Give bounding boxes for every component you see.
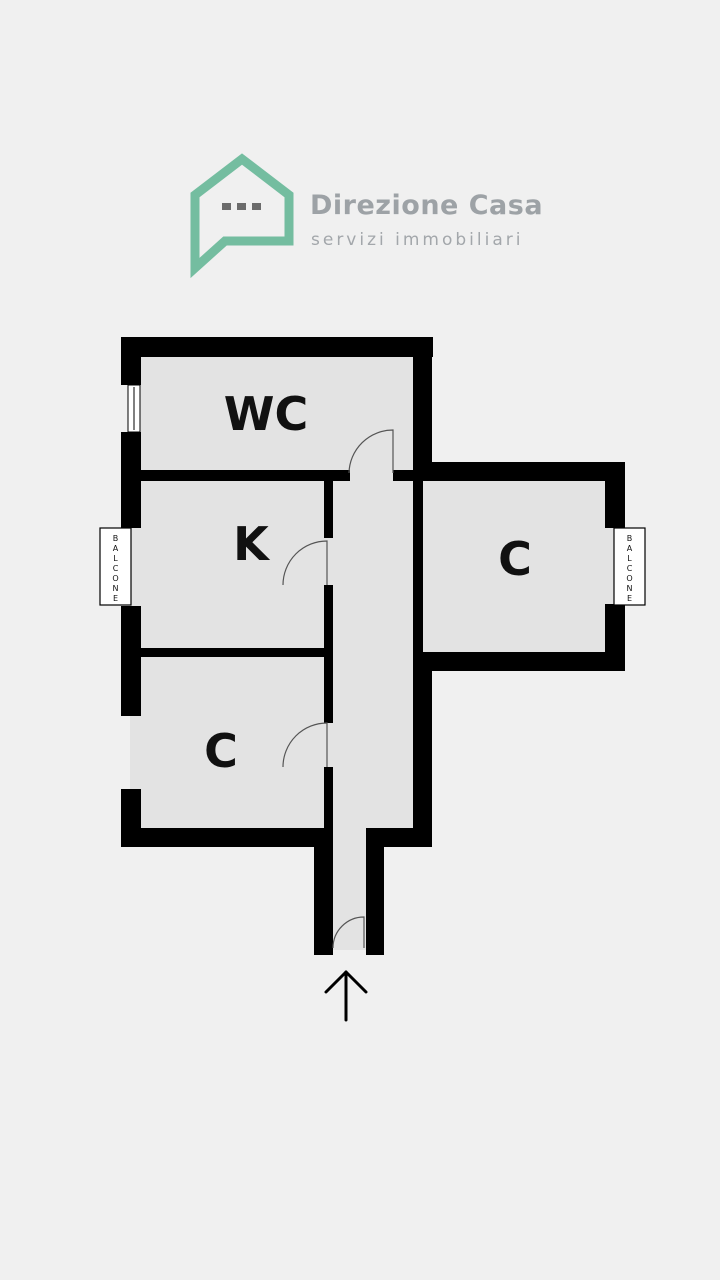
balcone-letter: A bbox=[113, 544, 119, 553]
door-wc bbox=[348, 429, 394, 474]
balcone-letter: L bbox=[627, 554, 632, 563]
room-label-bedroom-left: C bbox=[204, 724, 238, 778]
brand-logo: Direzione Casa servizi immobiliari bbox=[185, 150, 545, 280]
balcone-letter: B bbox=[113, 534, 119, 543]
balcone-letter: C bbox=[627, 564, 633, 573]
balcone-letter: E bbox=[627, 594, 632, 603]
balcone-letter: A bbox=[627, 544, 633, 553]
balcone-letter: B bbox=[627, 534, 633, 543]
door-entrance bbox=[332, 916, 365, 949]
door-kitchen bbox=[282, 540, 328, 586]
wc-window bbox=[127, 384, 141, 433]
balcone-letter: N bbox=[627, 584, 633, 593]
room-label-bedroom-right: C bbox=[498, 532, 532, 586]
balcone-letter: N bbox=[113, 584, 119, 593]
room-label-wc: WC bbox=[224, 387, 309, 441]
brand-tagline: servizi immobiliari bbox=[311, 230, 524, 250]
balcone-letter: L bbox=[113, 554, 118, 563]
walls bbox=[121, 337, 625, 955]
doors bbox=[282, 429, 394, 949]
arrow-up-icon bbox=[324, 970, 368, 1022]
room-label-kitchen: K bbox=[233, 517, 271, 571]
balcone-letter: E bbox=[113, 594, 118, 603]
balcone-letter: C bbox=[113, 564, 119, 573]
door-bedroom bbox=[282, 722, 328, 768]
balcone-letter: O bbox=[112, 574, 118, 583]
brand-name: Direzione Casa bbox=[310, 190, 544, 221]
balcone-letter: O bbox=[626, 574, 632, 583]
house-chat-icon bbox=[190, 153, 294, 279]
